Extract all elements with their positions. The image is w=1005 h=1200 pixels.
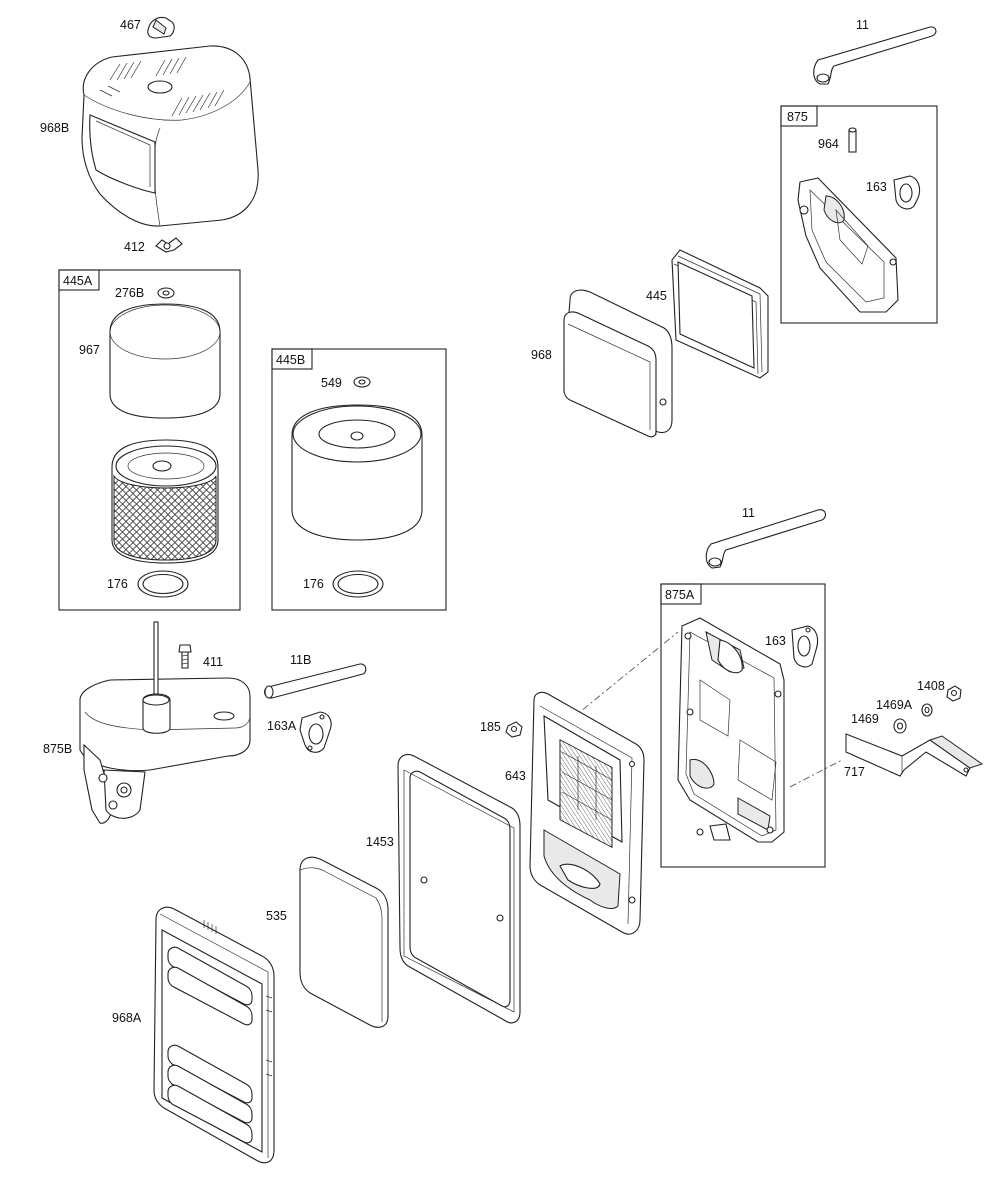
label-967: 967 [79,343,100,357]
label-964: 964 [818,137,839,151]
part-185-nut[interactable]: 185 [480,720,523,738]
part-717-bracket[interactable]: 717 [844,733,984,779]
part-412-wingnut[interactable]: 412 [124,237,183,254]
label-276B: 276B [115,286,144,300]
part-11-tube-top[interactable]: 11 [813,18,937,85]
part-176-gasket-b[interactable] [332,570,384,598]
label-535: 535 [266,909,287,923]
part-964-pin[interactable]: 964 [818,127,857,153]
part-549-washer[interactable]: 549 [321,376,371,390]
label-163A: 163A [267,719,297,733]
part-1408-nut[interactable]: 1408 [917,679,962,702]
label-467: 467 [120,18,141,32]
part-1469-washer[interactable]: 1469 [851,712,907,734]
part-875-cover-plate[interactable] [797,177,899,313]
label-968A: 968A [112,1011,142,1025]
kit-445B-box: 445B [271,348,447,611]
label-11-a: 11 [856,18,869,32]
kit-875-box: 875 [780,105,938,324]
part-11-tube-middle[interactable]: 11 [705,506,827,569]
part-163A-gasket[interactable]: 163A [267,711,332,753]
part-411-screw[interactable]: 411 [178,644,223,669]
label-176-a: 176 [107,577,128,591]
part-air-filter-cartridge[interactable]: 176 [107,439,219,591]
alignment-line-717 [789,759,843,788]
label-968: 968 [531,348,552,362]
label-11B: 11B [290,653,311,667]
label-412: 412 [124,240,145,254]
part-967-precleaner[interactable]: 967 [79,303,221,419]
front-cover-slots [167,946,253,1144]
label-717: 717 [844,765,865,779]
label-176-b: 176 [303,577,324,591]
label-643: 643 [505,769,526,783]
label-11-b: 11 [742,506,755,520]
part-535-foam-filter[interactable]: 535 [266,856,389,1028]
part-467-knob[interactable]: 467 [120,16,175,39]
part-968A-front-cover[interactable]: 968A [112,906,275,1164]
label-445: 445 [646,289,667,303]
part-968-cover[interactable]: 968 [531,289,673,438]
label-1408: 1408 [917,679,945,693]
label-1469: 1469 [851,712,879,726]
part-air-filter-foam-445B[interactable]: 176 [291,404,423,591]
label-445B: 445B [276,353,305,367]
part-445-filter[interactable]: 445 [646,249,769,379]
kit-875A-box: 875A [660,583,826,868]
label-185: 185 [480,720,501,734]
label-1453: 1453 [366,835,394,849]
part-276B-washer[interactable]: 276B [115,286,175,300]
label-875B: 875B [43,742,72,756]
label-968B: 968B [40,121,69,135]
part-875A-bracket-plate[interactable] [677,617,785,843]
label-163-b: 163 [765,634,786,648]
part-875B-base[interactable]: 875B [43,621,251,824]
label-1469A: 1469A [876,698,913,712]
label-411: 411 [203,655,223,669]
part-163-gasket-b[interactable]: 163 [765,625,819,668]
part-968B-cover[interactable]: 968B [40,45,259,227]
label-875: 875 [787,110,808,124]
kit-445A-box: 445A [58,269,241,611]
label-163-a: 163 [866,180,887,194]
alignment-line-upper [547,631,679,739]
part-1469A-washer[interactable]: 1469A [876,698,933,717]
part-163-gasket-a[interactable]: 163 [866,175,921,210]
label-549: 549 [321,376,342,390]
label-875A: 875A [665,588,695,602]
part-176-gasket-a[interactable] [137,570,189,598]
label-445A: 445A [63,274,93,288]
part-1453-seal-frame[interactable]: 1453 [366,753,521,1024]
part-643-base[interactable]: 643 [505,691,645,935]
part-11B-tube[interactable]: 11B [263,653,367,699]
